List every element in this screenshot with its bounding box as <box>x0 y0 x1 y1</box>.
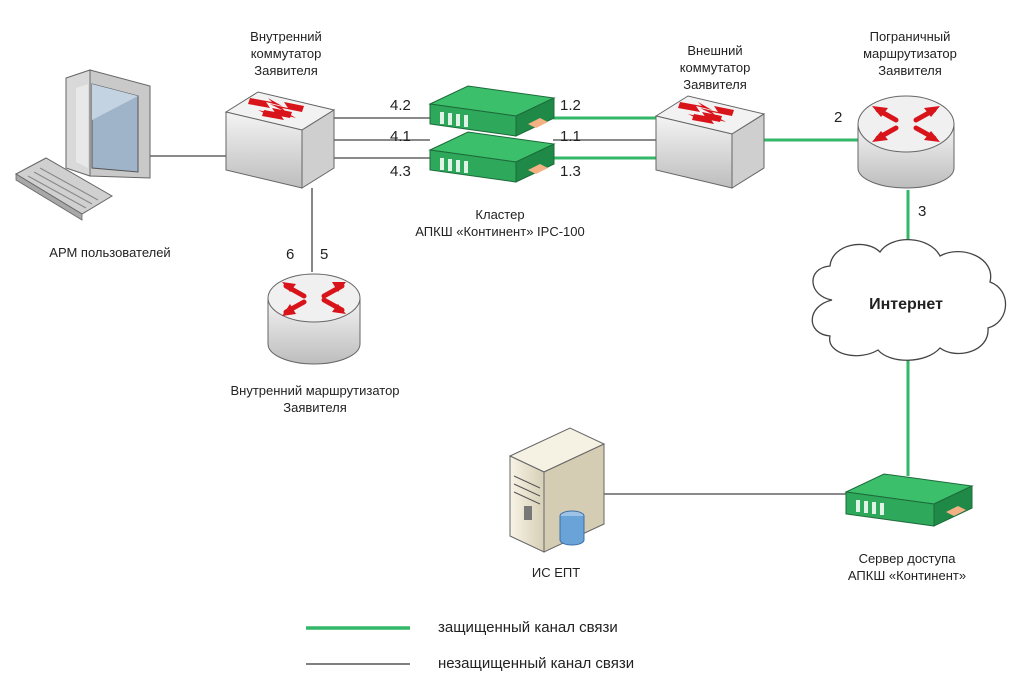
access-server-label: Сервер доступа АПКШ «Континент» <box>847 551 967 583</box>
external-switch-icon <box>654 95 766 189</box>
internet-cloud <box>811 239 1007 361</box>
port-label-6: 6 <box>286 246 295 263</box>
port-label-1-1: 1.1 <box>560 128 581 145</box>
internet-label: Интернет <box>869 296 943 313</box>
internal-switch-label: Внутренний коммутатор Заявителя <box>250 29 322 78</box>
cluster-label: Кластер АПКШ «Континент» IPC-100 <box>415 207 585 239</box>
port-label-4-3: 4.3 <box>390 163 411 180</box>
port-label-4-1: 4.1 <box>390 128 411 145</box>
legend-secure-label: защищенный канал связи <box>438 619 618 636</box>
cluster-device-bottom <box>428 131 556 183</box>
access-server-device-icon <box>844 473 974 527</box>
internal-switch-icon <box>224 91 336 189</box>
port-label-2: 2 <box>834 109 843 126</box>
internal-router-label: Внутренний маршрутизатор Заявителя <box>230 383 400 415</box>
port-label-1-3: 1.3 <box>560 163 581 180</box>
legend-insecure-label: незащищенный канал связи <box>438 655 635 672</box>
is-ept-label: ИС ЕПТ <box>531 565 581 580</box>
port-label-1-2: 1.2 <box>560 97 581 114</box>
workstation-label: АРМ пользователей <box>49 245 171 260</box>
port-label-4-2: 4.2 <box>390 97 411 114</box>
border-router-label: Пограничный маршрутизатор Заявителя <box>863 29 957 78</box>
is-ept-server-icon <box>508 427 606 553</box>
external-switch-label: Внешний коммутатор Заявителя <box>679 43 751 92</box>
border-router-icon <box>857 95 955 189</box>
port-label-3: 3 <box>918 203 927 220</box>
internal-router-icon <box>267 273 361 365</box>
cluster-device-top <box>428 85 556 137</box>
workstation-icon <box>14 69 151 221</box>
port-label-5: 5 <box>320 246 329 263</box>
